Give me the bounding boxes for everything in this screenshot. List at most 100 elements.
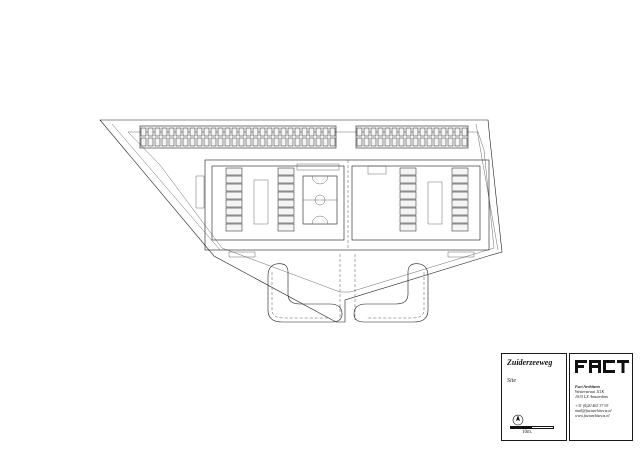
storage-unit (412, 137, 419, 147)
housing-unit (277, 167, 295, 176)
housing-unit (399, 191, 417, 200)
storage-unit (182, 137, 189, 147)
housing-unit (399, 175, 417, 184)
storage-unit (377, 127, 384, 137)
storage-unit (224, 137, 231, 147)
storage-unit (322, 137, 329, 147)
storage-unit (329, 137, 336, 147)
housing-unit (277, 207, 295, 216)
storage-unit (273, 137, 280, 147)
housing-unit (451, 191, 469, 200)
storage-unit (440, 127, 447, 137)
office-city: 1015 LX Amsterdam (575, 394, 608, 399)
unit-column-left-a (225, 167, 243, 232)
storage-unit (210, 127, 217, 137)
housing-unit (451, 183, 469, 192)
storage-units-row-right (355, 125, 469, 149)
parking-loop-right (353, 263, 429, 323)
sheet-name: Site (507, 378, 516, 384)
storage-unit (433, 127, 440, 137)
storage-strip-outline (139, 125, 337, 149)
storage-unit (189, 137, 196, 147)
storage-unit (377, 137, 384, 147)
scale-label: 10m. (522, 430, 533, 435)
storage-strip-outline (355, 125, 469, 149)
storage-unit (196, 137, 203, 147)
storage-unit (419, 137, 426, 147)
storage-unit (391, 137, 398, 147)
housing-unit (225, 223, 243, 232)
storage-unit (384, 127, 391, 137)
storage-unit (461, 137, 468, 147)
storage-unit (140, 127, 147, 137)
storage-unit (287, 127, 294, 137)
storage-unit (217, 127, 224, 137)
housing-unit (451, 207, 469, 216)
housing-unit (451, 167, 469, 176)
housing-unit (451, 215, 469, 224)
courtyard-left (253, 179, 269, 225)
storage-unit (363, 127, 370, 137)
office-website: www.factarchitects.nl (575, 413, 610, 418)
housing-unit (225, 207, 243, 216)
housing-unit (399, 199, 417, 208)
housing-unit (399, 183, 417, 192)
storage-unit (454, 127, 461, 137)
scale-bar (510, 426, 554, 429)
storage-unit (405, 137, 412, 147)
storage-unit (280, 127, 287, 137)
housing-unit (225, 175, 243, 184)
storage-unit (405, 127, 412, 137)
storage-unit (447, 127, 454, 137)
site-boundary (99, 119, 503, 323)
storage-unit (245, 127, 252, 137)
storage-unit (168, 137, 175, 147)
building-platform (204, 159, 490, 251)
storage-unit (391, 127, 398, 137)
project-name: Zuiderzeeweg (507, 358, 553, 367)
storage-unit (294, 127, 301, 137)
storage-unit (370, 127, 377, 137)
unit-column-right-b (451, 167, 469, 232)
storage-unit (273, 127, 280, 137)
storage-unit (426, 137, 433, 147)
storage-unit (308, 137, 315, 147)
storage-unit (356, 127, 363, 137)
storage-unit (384, 137, 391, 147)
housing-unit (399, 167, 417, 176)
storage-unit (217, 137, 224, 147)
storage-unit (175, 137, 182, 147)
office-email: mail@factarchitects.nl (575, 408, 612, 413)
storage-unit (419, 127, 426, 137)
housing-unit (225, 183, 243, 192)
housing-unit (277, 175, 295, 184)
storage-unit (280, 137, 287, 147)
housing-unit (225, 191, 243, 200)
office-block: Fact Architects Westerstraat 111K 1015 L… (569, 353, 633, 441)
storage-unit (259, 127, 266, 137)
storage-unit (412, 127, 419, 137)
site-inner-boundary (127, 131, 495, 293)
storage-unit (238, 137, 245, 147)
right-wing (351, 165, 481, 241)
storage-unit (210, 137, 217, 147)
storage-unit (154, 137, 161, 147)
storage-unit (308, 127, 315, 137)
storage-unit (322, 127, 329, 137)
courtyard-right (427, 181, 443, 225)
storage-unit (461, 127, 468, 137)
housing-unit (451, 223, 469, 232)
storage-unit (203, 127, 210, 137)
storage-unit (224, 127, 231, 137)
housing-unit (277, 223, 295, 232)
storage-unit (329, 127, 336, 137)
fact-logo (575, 360, 629, 373)
storage-unit (266, 127, 273, 137)
parking-loop-left (267, 263, 343, 323)
housing-unit (399, 207, 417, 216)
storage-unit (154, 127, 161, 137)
housing-unit (225, 167, 243, 176)
storage-unit (266, 137, 273, 147)
storage-unit (140, 137, 147, 147)
